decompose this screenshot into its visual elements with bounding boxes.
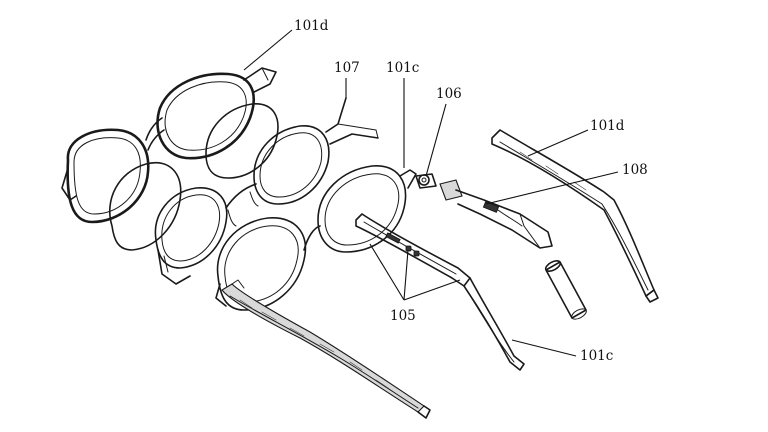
label-105: 105 (390, 308, 416, 324)
left-temple-arm (221, 279, 431, 419)
label-107: 107 (334, 60, 360, 76)
label-108: 108 (622, 162, 648, 178)
front-frame-101c (215, 165, 417, 311)
label-106: 106 (436, 86, 462, 102)
label-101d-top: 101d (294, 18, 329, 34)
label-101d-right: 101d (590, 118, 625, 134)
left-lens (108, 161, 182, 251)
label-101c-top: 101c (386, 60, 419, 76)
module-108 (439, 179, 553, 249)
reference-labels: 101d 107 101c 106 101d 108 105 101c (294, 18, 648, 364)
leader-lines (243, 29, 619, 357)
label-101c-bottom: 101c (580, 348, 613, 364)
middle-temple-arm (355, 213, 525, 371)
hinge-106 (415, 173, 437, 189)
battery-cell (544, 260, 587, 320)
right-lens (205, 103, 279, 179)
inner-frame-107 (154, 97, 379, 285)
outer-frame-101d (61, 67, 277, 224)
right-temple-arm (491, 129, 659, 303)
